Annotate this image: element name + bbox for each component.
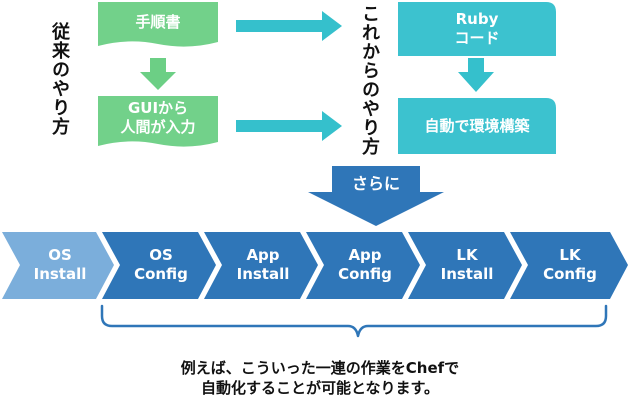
modern-step1-label: Ruby コード xyxy=(398,6,556,52)
legacy-down-arrow xyxy=(140,58,176,90)
chevron-3-label: App Install xyxy=(216,240,310,290)
note-line1: 例えば、こういった一連の作業をChefで xyxy=(180,359,460,377)
legacy-step2-label: GUIから 人間が入力 xyxy=(98,98,218,138)
further-arrow xyxy=(308,166,444,226)
bracket xyxy=(100,304,608,338)
chevron-2-label: OS Config xyxy=(114,240,208,290)
chevron-2-line1: OS xyxy=(149,246,173,264)
chevron-6 xyxy=(510,232,628,299)
chevron-6-label: LK Config xyxy=(522,240,618,290)
further-label: さらに xyxy=(351,174,400,193)
chevron-1-line1: OS xyxy=(48,246,72,264)
modern-step2-label: 自動で環境構築 xyxy=(398,104,556,148)
bottom-note: 例えば、こういった一連の作業をChefで 自動化することが可能となります。 xyxy=(120,358,520,398)
legacy-step2-line1: GUIから xyxy=(127,99,189,117)
legacy-step2-shape xyxy=(98,96,218,147)
right-arrow-top xyxy=(236,11,342,41)
chevron-5-label: LK Install xyxy=(420,240,514,290)
chevron-5-line2: Install xyxy=(440,265,494,283)
chevron-3-line1: App xyxy=(246,246,280,264)
modern-down-arrow xyxy=(458,58,494,92)
chevron-4-line2: Config xyxy=(338,265,392,283)
chevron-2 xyxy=(102,232,216,299)
chevron-6-line1: LK xyxy=(559,246,581,264)
legacy-title: 従来のやり方 xyxy=(49,22,70,136)
chevron-1 xyxy=(2,232,114,299)
legacy-step1-text: 手順書 xyxy=(135,12,181,31)
chevron-5-line1: LK xyxy=(456,246,478,264)
chevron-2-line2: Config xyxy=(134,265,188,283)
chevron-6-line2: Config xyxy=(543,265,597,283)
chevron-1-label: OS Install xyxy=(14,240,106,290)
chevron-4 xyxy=(306,232,420,299)
chevron-3-line2: Install xyxy=(236,265,290,283)
chevron-3 xyxy=(204,232,318,299)
chevron-4-label: App Config xyxy=(318,240,412,290)
modern-step2-shape xyxy=(398,98,556,154)
legacy-step1-label: 手順書 xyxy=(98,4,218,40)
chevron-5 xyxy=(408,232,522,299)
note-line2: 自動化することが可能となります。 xyxy=(200,379,440,397)
modern-step1-shape xyxy=(398,2,556,56)
chevron-4-line1: App xyxy=(348,246,382,264)
modern-title: これからのやり方 xyxy=(359,4,380,156)
legacy-step2-line2: 人間が入力 xyxy=(120,118,196,136)
legacy-step1-shape xyxy=(98,2,218,47)
modern-step1-line1: Ruby xyxy=(455,10,499,28)
modern-step2-text: 自動で環境構築 xyxy=(424,116,530,135)
right-arrow-bottom xyxy=(236,111,342,141)
modern-step1-line2: コード xyxy=(454,29,500,47)
chevron-1-line2: Install xyxy=(33,265,87,283)
